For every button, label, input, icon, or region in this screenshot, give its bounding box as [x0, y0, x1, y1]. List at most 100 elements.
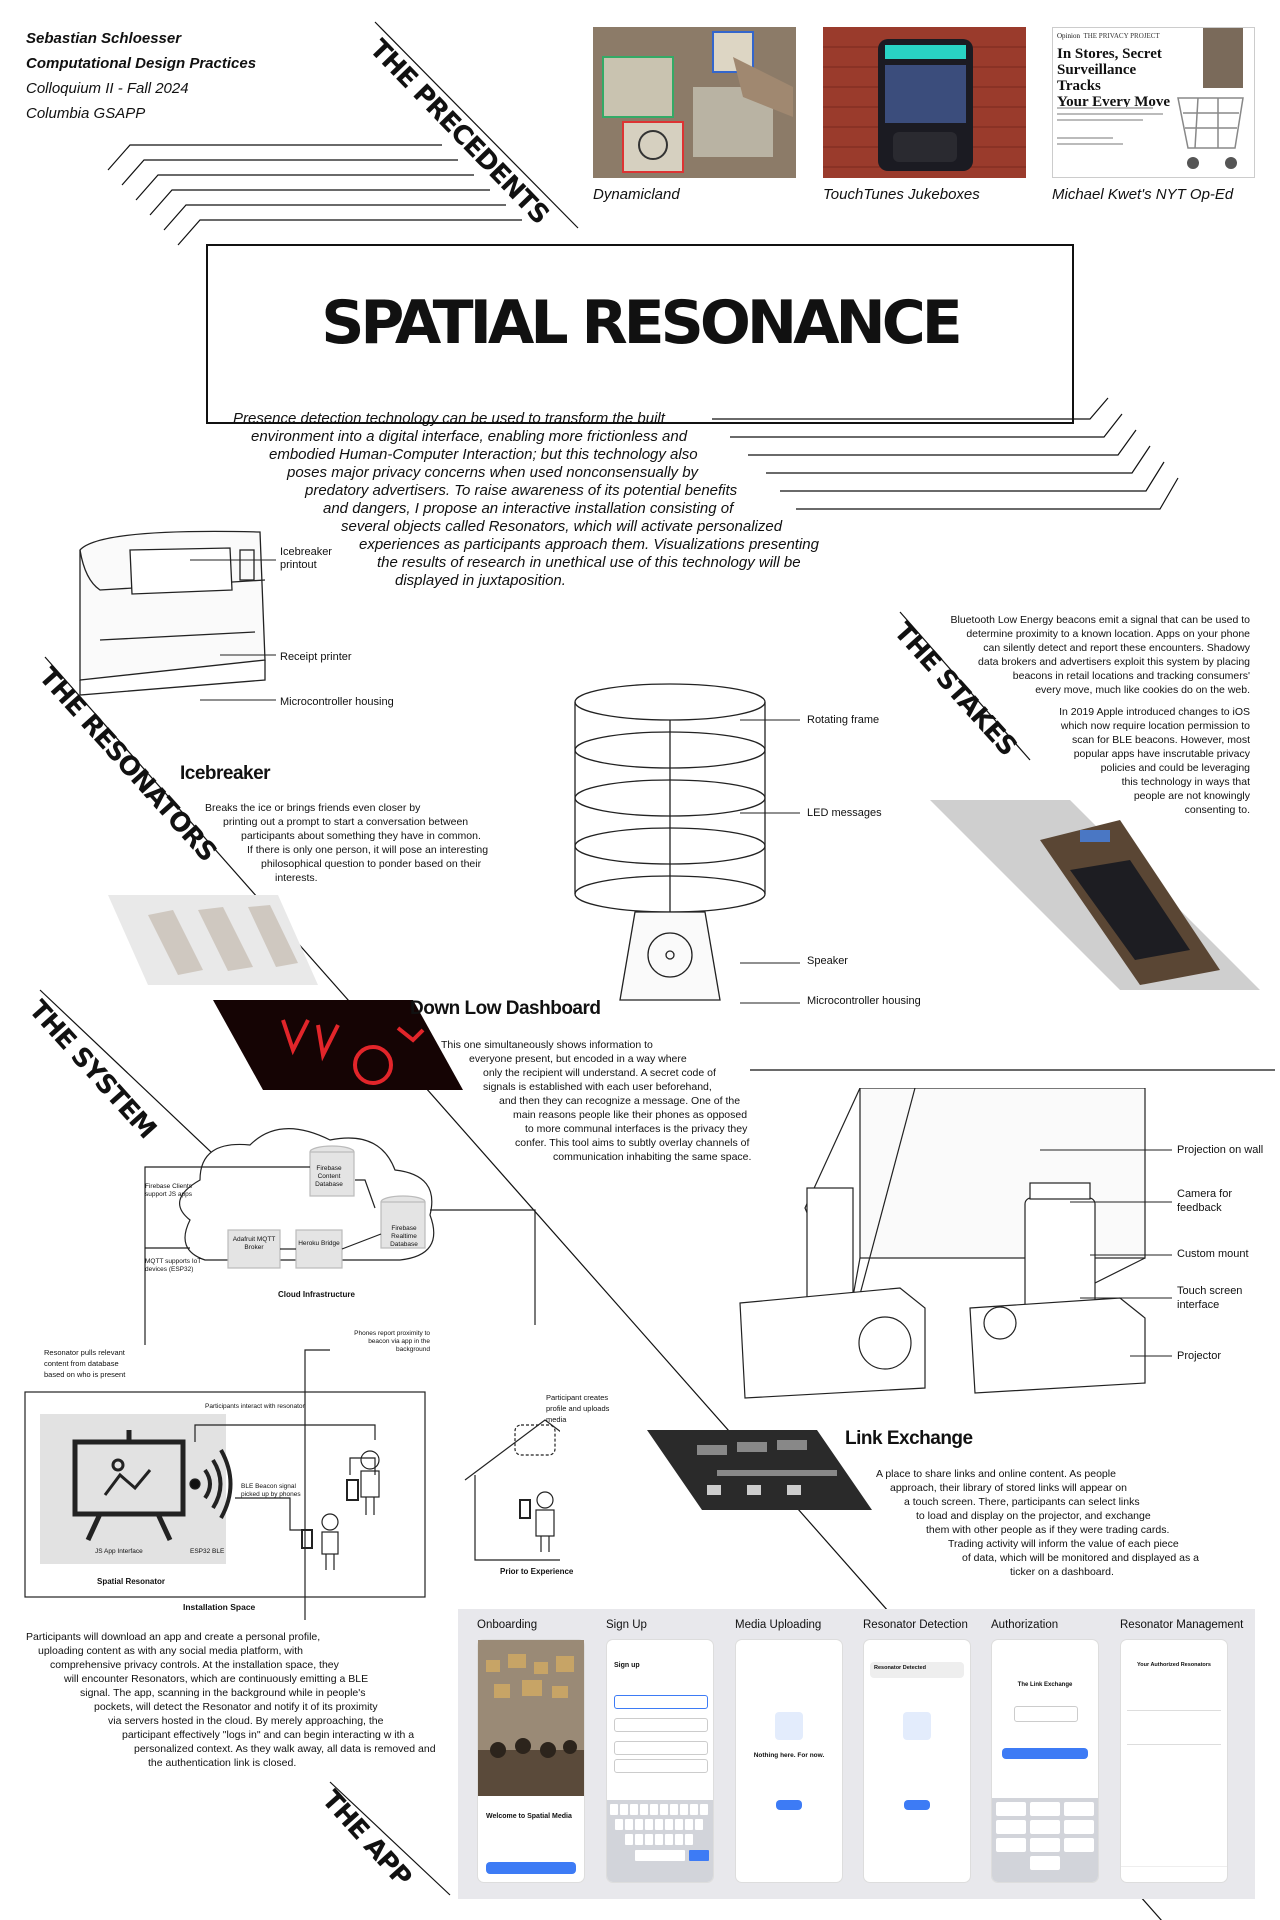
name-field[interactable]	[614, 1695, 708, 1709]
downlow-line: main reasons people like their phones as…	[513, 1109, 748, 1121]
keyboard[interactable]	[607, 1800, 713, 1882]
label-prior-experience: Prior to Experience	[500, 1567, 574, 1576]
stakes-line: people are not knowingly	[1133, 790, 1250, 802]
label-projector: Projector	[1177, 1350, 1222, 1362]
caption-nyt: Michael Kwet's NYT Op-Ed	[1052, 186, 1234, 203]
confirm-password-field[interactable]	[614, 1759, 708, 1773]
author-name: Sebastian Schloesser	[26, 30, 182, 47]
code-input[interactable]	[1014, 1706, 1078, 1722]
icebreaker-line: participants about something they have i…	[241, 830, 481, 842]
abstract-line-3: embodied Human-Computer Interaction; but…	[269, 446, 698, 463]
authorization-screen: The Link Exchange	[992, 1640, 1098, 1882]
system-line: via servers hosted in the cloud. By mere…	[108, 1715, 384, 1727]
downlow-line: and then they can recognize a message. O…	[499, 1095, 741, 1107]
beacon-store-photo	[930, 800, 1260, 990]
label-js-app: JS App Interface	[95, 1548, 143, 1555]
upload-button[interactable]	[904, 1800, 930, 1810]
dynamicland-photo	[593, 27, 796, 178]
box-heroku: Heroku Bridge	[298, 1240, 340, 1247]
nyt-headline-1: In Stores, Secret	[1057, 46, 1162, 62]
system-line: signal. The app, scanning in the backgro…	[80, 1687, 366, 1699]
downlow-line: everyone present, but encoded in a way w…	[469, 1053, 687, 1065]
poster-header: Sebastian Schloesser Computational Desig…	[26, 26, 256, 126]
continue-button[interactable]	[1002, 1748, 1088, 1759]
shopping-cart-illustration	[1177, 28, 1244, 169]
management-screen: Your Authorized Resonators	[1121, 1640, 1227, 1882]
detection-banner-text: Resonator Detected	[874, 1665, 926, 1671]
label-spatial-resonator: Spatial Resonator	[97, 1577, 166, 1586]
system-line: personalized context. As they walk away,…	[134, 1743, 436, 1755]
abstract-line-1: Presence detection technology can be use…	[233, 410, 665, 427]
school: Columbia GSAPP	[26, 105, 146, 122]
abstract-line-4: poses major privacy concerns when used n…	[287, 464, 699, 481]
system-line: comprehensive privacy controls. At the i…	[50, 1659, 339, 1671]
downlow-body: This one simultaneously shows informatio…	[441, 1038, 751, 1164]
icebreaker-heading: Icebreaker	[180, 763, 271, 784]
label-installation-space: Installation Space	[183, 1602, 256, 1612]
label-receipt-printer: Receipt printer	[280, 651, 352, 663]
receipt-photo	[108, 895, 318, 985]
note-phones-report: Phones report proximity to beacon via ap…	[354, 1330, 430, 1353]
label-speaker: Speaker	[807, 955, 848, 967]
stakes-line: every move, much like cookies do on the …	[1035, 684, 1250, 696]
link-line: A place to share links and online conten…	[876, 1468, 1116, 1480]
nyt-tag-privacy: THE PRIVACY PROJECT	[1083, 32, 1160, 40]
downlow-line: signals is established with each user be…	[483, 1081, 712, 1093]
course-name: Computational Design Practices	[26, 55, 257, 72]
upload-button[interactable]	[776, 1800, 802, 1810]
led-dashboard-photo	[213, 1000, 463, 1090]
gallery-illustration	[478, 1640, 584, 1796]
stakes-line: policies and could be leveraging	[1100, 762, 1250, 774]
keyboard-keys	[610, 1804, 709, 1861]
screen-title-management: Resonator Management	[1120, 1619, 1244, 1631]
projector-callout-lines	[1040, 1149, 1172, 1357]
management-heading: Your Authorized Resonators	[1137, 1662, 1211, 1668]
system-line: Participants will download an app and cr…	[26, 1631, 321, 1643]
system-line: pockets, will detect the Resonator and n…	[94, 1701, 378, 1713]
title-frame	[206, 244, 1074, 424]
dashboard-callout-lines	[740, 719, 800, 1004]
numeric-keypad[interactable]	[992, 1798, 1098, 1882]
jukebox-photo	[823, 27, 1026, 178]
downlow-line: communication inhabiting the same space.	[553, 1151, 752, 1163]
onboarding-welcome: Welcome to Spatial Media	[486, 1813, 572, 1820]
link-line: them with other people as if they were t…	[926, 1524, 1170, 1536]
icebreaker-line: interests.	[275, 872, 318, 884]
stakes-line: consenting to.	[1184, 804, 1250, 816]
label-dashboard-housing: Microcontroller housing	[807, 995, 921, 1007]
label-printer-housing: Microcontroller housing	[280, 696, 394, 708]
nyt-headline-3: Your Every Move	[1057, 94, 1171, 110]
system-line: will encounter Resonators, which are con…	[64, 1673, 369, 1685]
detection-banner[interactable]	[870, 1662, 964, 1678]
icebreaker-line: philosophical question to ponder based o…	[261, 858, 482, 870]
resonator-row[interactable]	[1127, 1718, 1221, 1745]
link-line: a touch screen. There, participants can …	[904, 1496, 1140, 1508]
receipt-printer-drawing	[79, 530, 266, 696]
stakes-line: popular apps have inscrutable privacy	[1073, 748, 1250, 760]
signup-heading: Sign up	[614, 1662, 640, 1669]
onboarding-screen: Welcome to Spatial Media	[478, 1640, 584, 1882]
box-mqtt: Adafruit MQTT Broker	[232, 1236, 276, 1251]
stakes-para-1: Bluetooth Low Energy beacons emit a sign…	[930, 613, 1250, 697]
link-line: approach, their library of stored links …	[890, 1482, 1127, 1494]
note-resonator-pulls: Resonator pulls relevant content from da…	[44, 1348, 126, 1379]
onboarding-next-button[interactable]	[486, 1862, 576, 1874]
tab-bar-divider	[1121, 1866, 1227, 1867]
password-field[interactable]	[614, 1741, 708, 1755]
email-field[interactable]	[614, 1718, 708, 1732]
stakes-line: data brokers and advertisers exploit thi…	[978, 656, 1250, 668]
auth-heading: The Link Exchange	[1017, 1682, 1073, 1688]
image-placeholder-icon	[775, 1712, 803, 1740]
media-empty-text: Nothing here. For now.	[753, 1752, 825, 1759]
label-led-messages: LED messages	[807, 807, 882, 819]
dashboard-drawing	[574, 683, 766, 1001]
system-diagram	[24, 1128, 560, 1620]
stakes-line: this technology in ways that	[1121, 776, 1250, 788]
term: Colloquium II - Fall 2024	[26, 80, 189, 97]
onboarding-photo	[478, 1640, 584, 1796]
system-line: the authentication link is closed.	[148, 1757, 297, 1769]
stakes-line: Bluetooth Low Energy beacons emit a sign…	[950, 614, 1250, 626]
resonator-row[interactable]	[1127, 1684, 1221, 1711]
screen-title-media: Media Uploading	[735, 1619, 822, 1631]
signup-screen: Sign up	[607, 1640, 713, 1882]
